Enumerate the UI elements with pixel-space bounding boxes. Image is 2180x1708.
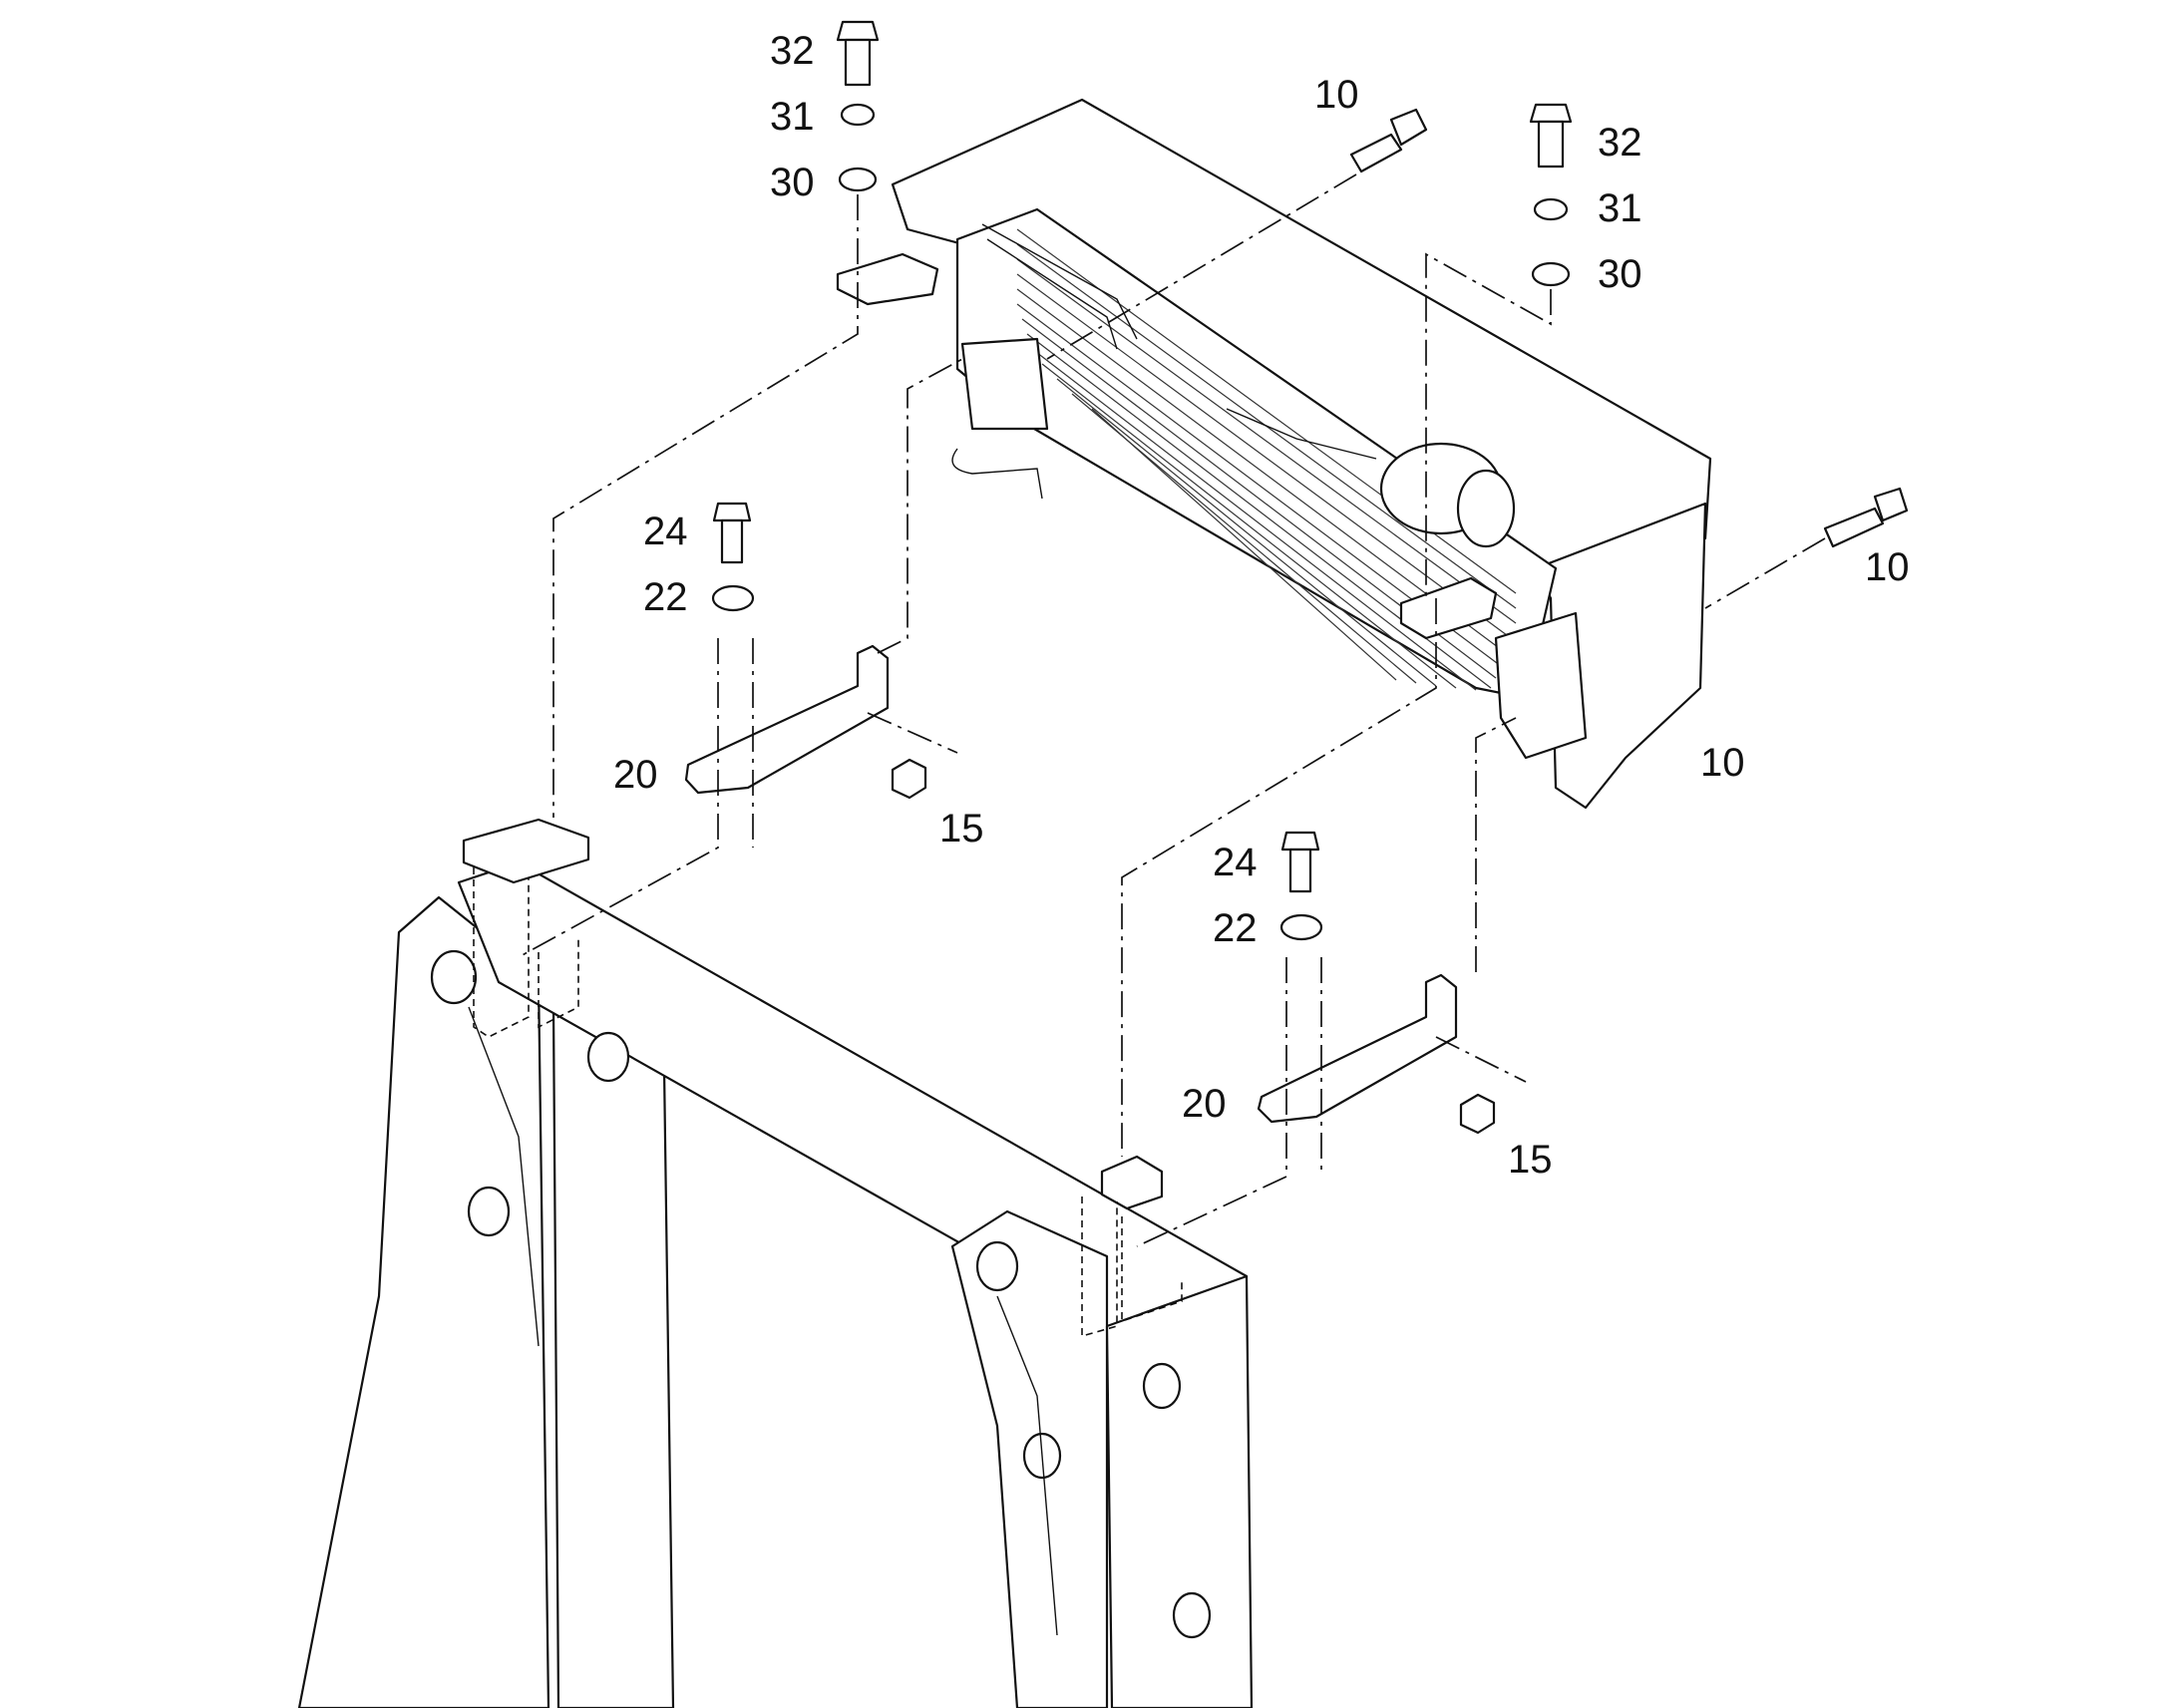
washer-31-right <box>1533 197 1569 221</box>
bolt-32-right <box>1529 103 1573 169</box>
washer-31-left <box>840 103 876 127</box>
callout-10-housing: 10 <box>1700 741 1745 785</box>
callout-30-right: 30 <box>1598 252 1642 296</box>
frame-assembly <box>297 818 1254 1708</box>
mounting-bracket-20-right <box>1257 973 1458 1124</box>
callout-labels: 32 31 30 10 32 31 30 10 10 24 22 20 15 2… <box>613 29 1910 1182</box>
frame-hidden-slot <box>538 937 579 1029</box>
frame-left-column <box>297 895 550 1708</box>
condenser-right-bracket <box>1494 611 1588 760</box>
callout-30-left: 30 <box>770 161 815 204</box>
frame-hole <box>975 1240 1019 1292</box>
frame-hidden-slot <box>1081 1196 1118 1338</box>
frame-column-profile <box>468 1006 540 1347</box>
condenser-left-bracket <box>960 337 1049 431</box>
callout-15-left: 15 <box>939 807 984 851</box>
frame-hidden-slot <box>473 867 530 1038</box>
bolt-24-right <box>1280 831 1320 893</box>
frame-right-column <box>1105 1274 1254 1708</box>
callout-31-right: 31 <box>1598 186 1642 230</box>
frame-hole <box>1142 1362 1182 1410</box>
condenser-unit <box>836 98 1712 810</box>
callout-10-right: 10 <box>1865 545 1910 589</box>
callout-32-left: 32 <box>770 29 815 73</box>
condenser-mount-tab-right <box>1399 576 1498 640</box>
frame-left-inner-column <box>551 970 675 1708</box>
bolt-10-right <box>1823 487 1909 548</box>
washer-30-right <box>1531 261 1571 287</box>
frame-hole <box>586 1031 630 1083</box>
bolt-10-upper <box>1349 108 1428 173</box>
bolt-24-left <box>712 502 752 564</box>
callout-24-right: 24 <box>1213 841 1258 884</box>
condenser-mount-tab-left <box>836 252 939 306</box>
frame-mount-plate-right <box>1100 1155 1164 1210</box>
frame-hidden-slot <box>1121 1216 1183 1323</box>
refrigerant-pipe <box>981 223 1377 460</box>
refrigerant-pipe <box>986 238 1118 350</box>
callout-15-right: 15 <box>1508 1138 1553 1182</box>
refrigerant-hose <box>951 448 1043 500</box>
callout-24-left: 24 <box>643 510 688 553</box>
nut-15-right <box>1459 1093 1496 1135</box>
receiver-drier-cap <box>1456 469 1516 548</box>
washer-22-left <box>711 584 755 612</box>
frame-mount-plate-left <box>462 818 590 884</box>
assembly-leader-lines <box>518 173 1826 1247</box>
frame-column-profile <box>996 1295 1058 1636</box>
callout-32-right: 32 <box>1598 121 1642 165</box>
nut-15-left <box>891 758 927 800</box>
washer-30-left <box>838 167 878 192</box>
frame-hole <box>467 1186 511 1237</box>
callout-10-upper: 10 <box>1314 73 1359 117</box>
callout-20-right: 20 <box>1182 1082 1227 1126</box>
frame-hole <box>1172 1591 1212 1639</box>
callout-22-right: 22 <box>1213 906 1258 950</box>
bolt-32-left <box>836 20 880 87</box>
mounting-bracket-20-left <box>684 644 890 795</box>
callout-20-left: 20 <box>613 753 658 797</box>
callout-22-left: 22 <box>643 575 688 619</box>
callout-31-left: 31 <box>770 95 815 139</box>
washer-22-right <box>1279 913 1323 941</box>
frame-hole <box>430 949 478 1005</box>
